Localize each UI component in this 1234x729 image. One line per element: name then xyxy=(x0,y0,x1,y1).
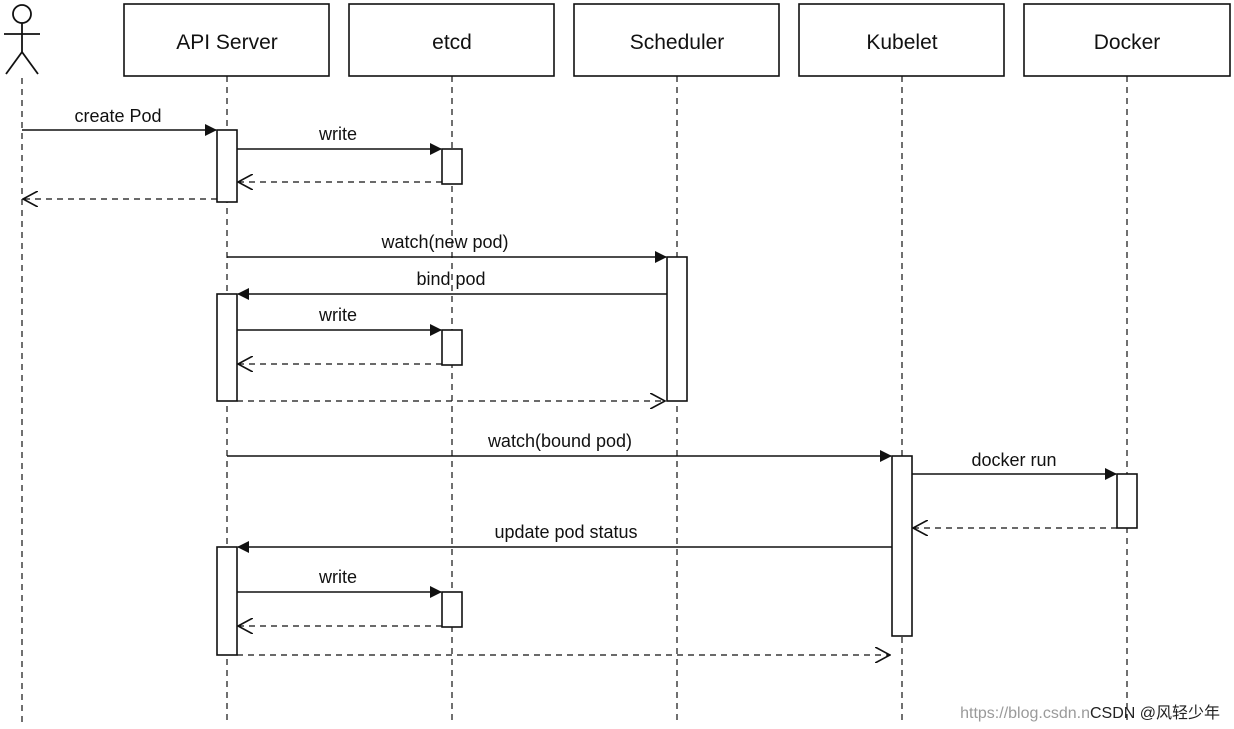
participant-label-kubelet: Kubelet xyxy=(866,31,937,54)
participant-api-server: API Server xyxy=(123,3,330,77)
message-label-write: write xyxy=(318,305,357,325)
activation-etcd-3 xyxy=(441,591,463,628)
lifelines xyxy=(21,76,1128,725)
participant-etcd: etcd xyxy=(348,3,555,77)
participant-label-etcd: etcd xyxy=(432,31,472,54)
message-label-bind-pod: bind pod xyxy=(416,269,485,289)
activation-etcd-2 xyxy=(441,329,463,366)
message-label-docker-run: docker run xyxy=(971,450,1056,470)
message-label-watch-bound-pod: watch(bound pod) xyxy=(487,431,632,451)
actor-stick-figure-icon xyxy=(4,4,40,75)
activation-api-3 xyxy=(216,546,238,656)
watermark: https://blog.csdn.nCSDN @风轻少年 xyxy=(960,699,1220,723)
activation-etcd-1 xyxy=(441,148,463,185)
messages: create Pod write watch(new pod) bind pod… xyxy=(22,106,1117,655)
participant-label-api-server: API Server xyxy=(176,31,278,54)
activation-kubelet-1 xyxy=(891,455,913,637)
message-label-write: write xyxy=(318,567,357,587)
activation-bars xyxy=(216,129,1138,656)
activation-api-2 xyxy=(216,293,238,402)
participant-scheduler: Scheduler xyxy=(573,3,780,77)
activation-docker-1 xyxy=(1116,473,1138,529)
participant-kubelet: Kubelet xyxy=(798,3,1005,77)
message-label-update-pod-status: update pod status xyxy=(494,522,637,542)
activation-scheduler-1 xyxy=(666,256,688,402)
message-label-watch-new-pod: watch(new pod) xyxy=(380,232,508,252)
watermark-url: https://blog.csdn.n xyxy=(960,705,1090,722)
activation-api-1 xyxy=(216,129,238,203)
participant-label-docker: Docker xyxy=(1094,31,1161,54)
watermark-brand: CSDN @风轻少年 xyxy=(1089,705,1220,722)
participant-docker: Docker xyxy=(1023,3,1231,77)
participant-label-scheduler: Scheduler xyxy=(630,31,725,54)
message-label-write: write xyxy=(318,124,357,144)
message-label-create-pod: create Pod xyxy=(74,106,161,126)
